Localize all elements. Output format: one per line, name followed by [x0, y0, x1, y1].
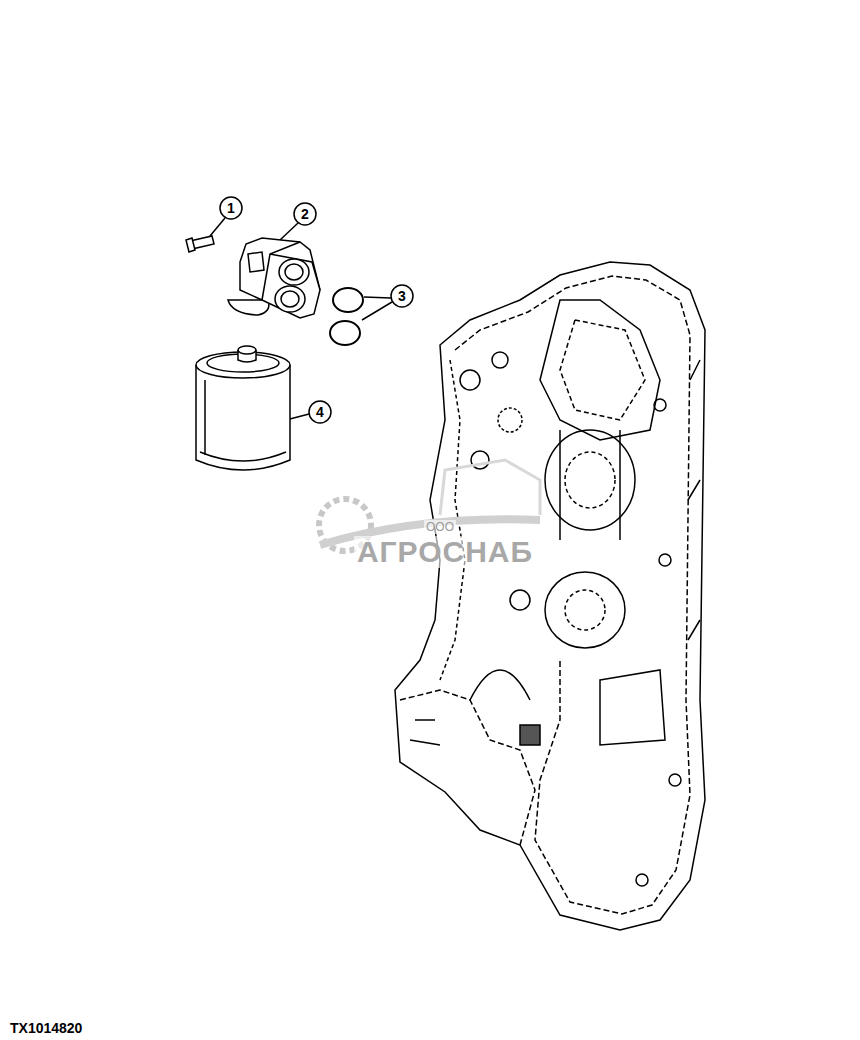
callout-circle — [309, 401, 331, 423]
callout-circle — [220, 197, 242, 219]
watermark-text: ООО — [424, 520, 456, 534]
callout-number: 1 — [227, 201, 235, 215]
callout-number: 4 — [316, 405, 324, 419]
callout-circle — [294, 203, 316, 225]
watermark-text: АГРОСНАБ — [354, 536, 536, 568]
callout-circle — [391, 285, 413, 307]
callout-number: 2 — [301, 207, 309, 221]
bolt — [186, 236, 214, 252]
o-ring — [330, 288, 363, 345]
filter-head — [228, 238, 320, 318]
leader-line — [280, 223, 298, 240]
leader-line — [210, 218, 225, 236]
callout-number: 3 — [398, 289, 406, 303]
filter-cartridge — [196, 346, 290, 470]
transmission-housing — [395, 262, 705, 930]
leader-line — [362, 297, 392, 320]
figure-number: TX1014820 — [10, 1021, 82, 1035]
